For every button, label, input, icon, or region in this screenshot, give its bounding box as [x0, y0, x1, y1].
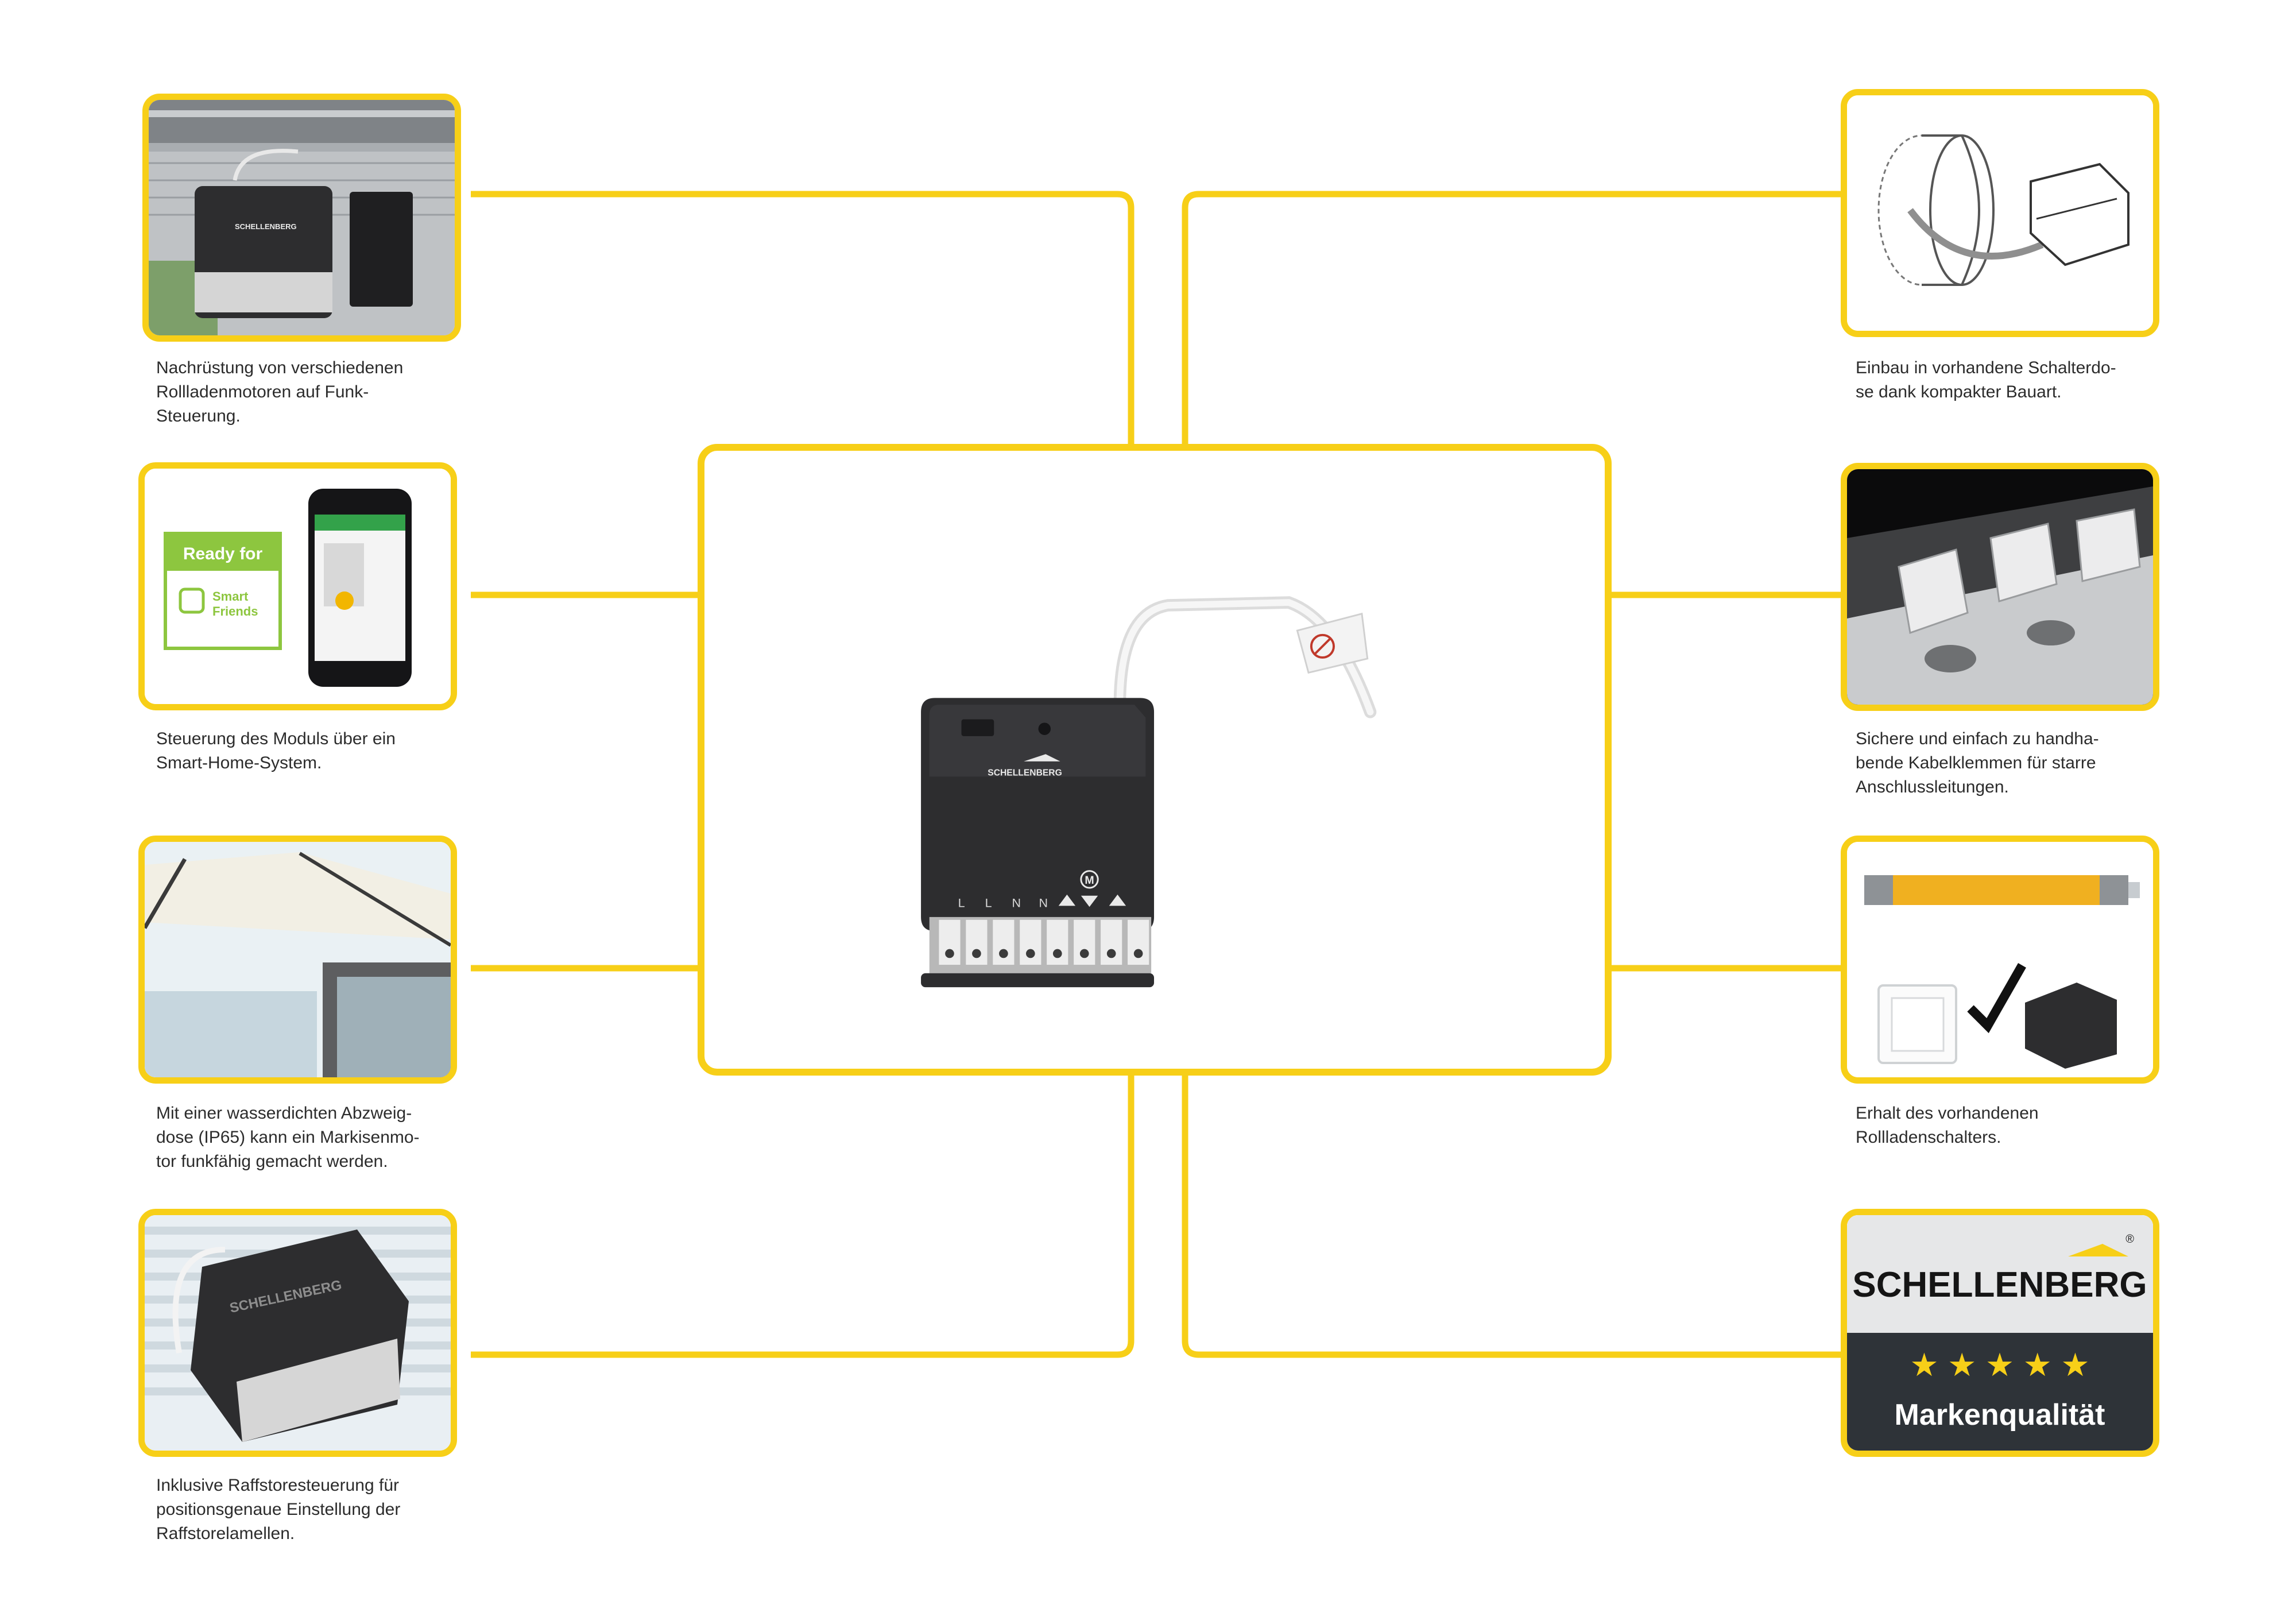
terminal-label: L	[958, 896, 965, 910]
brand-logo-text: SCHELLENBERG	[1852, 1265, 2147, 1305]
module-angled-photo: SCHELLENBERG	[145, 1215, 451, 1451]
retrofit-photo-tile: SCHELLENBERG	[142, 94, 461, 342]
smart-friends-label: Smart	[212, 589, 249, 604]
venetian-blind-tile: SCHELLENBERG	[138, 1209, 457, 1457]
brand-quality-tile: ® SCHELLENBERG ★ ★ ★ ★ ★ Markenqualität	[1841, 1209, 2159, 1457]
smart-home-tile: Ready for Smart Friends	[138, 462, 457, 710]
terminal-label: N	[1012, 896, 1021, 910]
svg-text:SCHELLENBERG: SCHELLENBERG	[235, 222, 297, 231]
cable-clamps-photo	[1847, 469, 2153, 705]
feature-caption-awning: Mit einer wasserdichten Abzweig- dose (I…	[156, 1104, 420, 1171]
flush-box-tile	[1841, 89, 2159, 337]
flush-box-drawing	[1847, 95, 2153, 331]
motor-symbol: M	[1085, 874, 1094, 887]
retrofit-install-photo: SCHELLENBERG	[149, 100, 455, 335]
feature-caption-retrofit: Nachrüstung von verschiedenen Rollladenm…	[156, 358, 404, 426]
feature-caption-existing-switch: Erhalt des vorhandenen Rollladenschalter…	[1856, 1104, 2039, 1147]
smart-friends-label: Friends	[212, 604, 258, 618]
cable-clamps-tile	[1841, 463, 2159, 711]
existing-switch-tile	[1841, 836, 2159, 1084]
brand-quality-badge: ® SCHELLENBERG ★ ★ ★ ★ ★ Markenqualität	[1847, 1215, 2153, 1451]
ready-for-label: Ready for	[183, 544, 263, 563]
feature-caption-cable-clamps: Sichere und einfach zu handha- bende Kab…	[1856, 729, 2099, 796]
awning-photo-tile	[138, 836, 457, 1084]
terminal-label: N	[1039, 896, 1048, 910]
module-product-panel: SCHELLENBERG L L N N M	[698, 444, 1612, 1076]
terminal-label: L	[985, 896, 992, 910]
feature-caption-venetian: Inklusive Raffstoresteuerung für positio…	[156, 1476, 401, 1543]
feature-caption-flush-box: Einbau in vorhandene Schalterdo- se dank…	[1856, 358, 2116, 401]
actuator-module-illustration: SCHELLENBERG L L N N M	[921, 596, 1377, 988]
existing-switch-illustration	[1847, 842, 2153, 1077]
awning-photo	[145, 842, 451, 1077]
feature-caption-smart-home: Steuerung des Moduls über ein Smart-Home…	[156, 729, 396, 772]
quality-label: Markenqualität	[1895, 1398, 2105, 1432]
smart-home-illustration: Ready for Smart Friends	[145, 469, 451, 704]
module-brand-label: SCHELLENBERG	[988, 768, 1062, 778]
registered-mark: ®	[2125, 1233, 2134, 1246]
star-rating: ★ ★ ★ ★ ★	[1910, 1347, 2089, 1383]
